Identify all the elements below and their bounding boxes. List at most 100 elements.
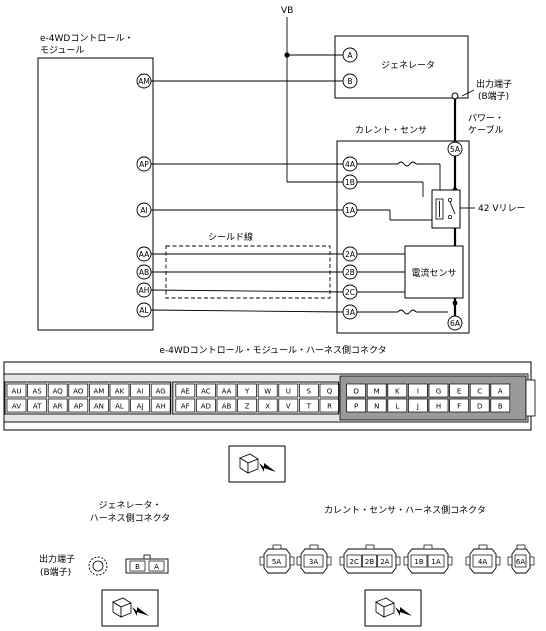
fuse-upper-icon (397, 161, 417, 167)
ecu-pin-al: AL (136, 302, 152, 318)
svg-text:1A: 1A (345, 206, 356, 215)
svg-text:AO: AO (73, 388, 84, 396)
svg-text:T: T (306, 403, 312, 411)
harness-shaded-section (339, 375, 527, 421)
junction-sensor (452, 300, 458, 306)
cs-connector-pin-2a (377, 554, 393, 568)
svg-text:5A: 5A (272, 558, 281, 566)
shield-label: シールド線 (208, 231, 253, 243)
svg-text:Q: Q (327, 388, 333, 396)
svg-text:F: F (457, 403, 461, 411)
harness-cell-a: A (490, 383, 511, 398)
harness-cell-ab: AB (216, 398, 237, 413)
svg-text:2A: 2A (380, 558, 389, 566)
cs-connector-3a: 3A (296, 544, 332, 574)
svg-text:AI: AI (137, 388, 144, 396)
harness-cell-al: AL (109, 398, 130, 413)
harness-cell-y: Y (237, 383, 257, 398)
svg-text:B: B (498, 403, 503, 411)
harness-cell-ac: AC (196, 383, 216, 398)
svg-text:AH: AH (156, 403, 166, 411)
shield-box (165, 245, 331, 299)
gen-pin-a: A (342, 47, 358, 63)
svg-text:W: W (264, 388, 271, 396)
cs-connector-pin-3a (303, 554, 324, 568)
harness-cell-d: D (469, 398, 490, 413)
harness-cell-am: AM (89, 383, 109, 398)
svg-text:N: N (374, 403, 379, 411)
gen-connector-pin-b: B (135, 563, 140, 571)
harness-cell-g: G (428, 383, 449, 398)
cs-connector-pin-1a (427, 554, 445, 568)
svg-text:S: S (307, 388, 312, 396)
harness-cell-aj: AJ (130, 398, 150, 413)
cs-connector-pin-1b (410, 554, 428, 568)
svg-text:Y: Y (244, 388, 250, 396)
svg-text:AP: AP (74, 403, 83, 411)
harness-connector-title: e-4WDコントロール・モジュール・ハーネス側コネクタ (159, 344, 386, 356)
harness-cell-i: I (408, 383, 428, 398)
svg-text:6A: 6A (450, 319, 461, 328)
harness-cell-c: C (469, 383, 490, 398)
vb-label: VB (281, 6, 293, 16)
cs-connector-6a: 6A (507, 544, 535, 574)
current-sensor-device-label: 電流センサ (411, 267, 456, 279)
gen-connector-pin-b-cell (129, 560, 146, 572)
svg-text:B: B (347, 77, 352, 86)
harness-cell-w: W (257, 383, 278, 398)
wire-ah-2c (150, 289, 344, 293)
svg-text:AB: AB (139, 268, 149, 277)
gen-output-terminal-inner (92, 560, 104, 572)
harness-cell-au: AU (6, 383, 27, 398)
relay-label: 42 Vリレー (478, 204, 525, 214)
generator-label: ジェネレータ (381, 60, 435, 71)
ecu-title-line1: e-4WDコントロール・ (40, 34, 133, 44)
svg-text:4A: 4A (478, 558, 487, 566)
svg-text:AV: AV (12, 403, 21, 411)
relay-switch-arm (449, 201, 456, 215)
cs-connector-5a: 5A (259, 544, 295, 574)
ecu-module-box (37, 57, 154, 331)
harness-cell-m: M (366, 383, 387, 398)
harness-cell-t: T (299, 398, 319, 413)
harness-cell-l: L (387, 398, 408, 413)
svg-text:O: O (353, 388, 359, 396)
cs-pin-1a: 1A (342, 202, 358, 218)
harness-cell-b: B (490, 398, 511, 413)
harness-cell-af: AF (175, 398, 196, 413)
svg-text:Z: Z (245, 403, 250, 411)
gen-pin-b: B (342, 73, 358, 89)
ecu-pin-ah: AH (136, 282, 152, 298)
cs-pin-3a: 3A (342, 304, 358, 320)
svg-text:L: L (395, 403, 399, 411)
harness-group-left (4, 381, 172, 415)
svg-text:AM: AM (93, 388, 104, 396)
ecu-pin-am: AM (136, 73, 152, 89)
harness-cell-n: N (366, 398, 387, 413)
output-terminal-mark (451, 92, 459, 100)
gen-connector-out1: 出力端子 (39, 553, 75, 565)
gen-connector-latch (143, 554, 151, 560)
gen-connector-pin-a-cell (148, 560, 165, 572)
svg-text:P: P (354, 403, 358, 411)
svg-text:AB: AB (222, 403, 232, 411)
harness-cell-at: AT (27, 398, 47, 413)
harness-cell-v: V (278, 398, 299, 413)
svg-text:AA: AA (222, 388, 232, 396)
svg-text:2B: 2B (365, 558, 374, 566)
cs-pin-2c: 2C (342, 284, 358, 300)
svg-text:AC: AC (201, 388, 211, 396)
harness-cell-ae: AE (175, 383, 196, 398)
harness-cell-u: U (278, 383, 299, 398)
svg-text:AQ: AQ (53, 388, 64, 396)
svg-text:G: G (436, 388, 441, 396)
svg-text:1B: 1B (414, 558, 423, 566)
svg-text:5A: 5A (450, 145, 461, 154)
svg-text:AN: AN (94, 403, 104, 411)
output-terminal-leader (461, 89, 475, 97)
cs-pin-6a: 6A (447, 315, 463, 331)
harness-cell-e: E (449, 383, 469, 398)
